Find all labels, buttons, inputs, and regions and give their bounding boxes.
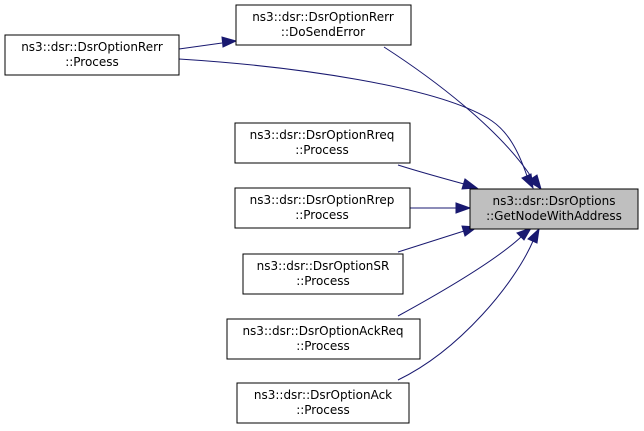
edge-ackreq-process-to-target-arrowhead: [516, 227, 533, 241]
node-box: [236, 382, 410, 424]
node-label-line2: ::Process: [295, 143, 349, 157]
node-label-line2: ::Process: [65, 55, 119, 69]
node-label-line1: ns3::dsr::DsrOptionAck: [254, 388, 392, 402]
node-label-line1: ns3::dsr::DsrOptionSR: [257, 259, 390, 273]
edge-rerr-process-to-target: [178, 58, 528, 177]
node-box: [235, 4, 412, 46]
node-label-line1: ns3::dsr::DsrOptionRrep: [250, 193, 395, 207]
node-label-line1: ns3::dsr::DsrOptionRerr: [21, 40, 163, 54]
node-ack-process[interactable]: ns3::dsr::DsrOptionAck ::Process: [236, 382, 410, 424]
node-rreq-process[interactable]: ns3::dsr::DsrOptionRreq ::Process: [234, 122, 411, 164]
edge-rreq-process-to-target-arrowhead: [461, 178, 479, 190]
edge-ackreq-process-to-target: [397, 236, 522, 317]
node-label-line2: ::Process: [296, 403, 350, 417]
node-box: [469, 188, 639, 230]
edge-ack-process-to-target: [397, 240, 534, 381]
node-label-line2: ::Process: [296, 274, 350, 288]
node-rrep-process[interactable]: ns3::dsr::DsrOptionRrep ::Process: [234, 187, 411, 229]
edge-rerr-process-to-rerr-dosenderror-arrowhead: [221, 36, 238, 48]
node-label-line2: ::Process: [296, 339, 350, 353]
node-box: [242, 253, 404, 295]
edge-rerr-process-to-rerr-dosenderror: [178, 42, 223, 50]
node-box: [4, 34, 180, 76]
node-label-line2: ::GetNodeWithAddress: [486, 209, 622, 223]
edge-rrep-process-to-target-arrowhead: [455, 202, 472, 214]
edge-rreq-process-to-target: [397, 164, 465, 185]
node-rerr-dosenderror[interactable]: ns3::dsr::DsrOptionRerr ::DoSendError: [235, 4, 412, 46]
node-label-line2: ::DoSendError: [281, 25, 365, 39]
edge-rerr-dosenderror-to-target: [383, 46, 533, 179]
edge-rerr-dosenderror-to-target-arrowhead: [527, 174, 542, 191]
edge-rerr-process-to-target-arrowhead: [521, 173, 534, 190]
edge-sr-process-to-target: [397, 230, 465, 253]
edge-ack-process-to-target-arrowhead: [527, 227, 540, 244]
node-rerr-process[interactable]: ns3::dsr::DsrOptionRerr ::Process: [4, 34, 180, 76]
node-label-line1: ns3::dsr::DsrOptionRerr: [252, 10, 394, 24]
node-box: [226, 318, 421, 360]
node-target-getnodewithaddress[interactable]: ns3::dsr::DsrOptions ::GetNodeWithAddres…: [469, 188, 639, 230]
node-label-line2: ::Process: [295, 208, 349, 222]
node-label-line1: ns3::dsr::DsrOptionAckReq: [242, 324, 403, 338]
node-box: [234, 122, 411, 164]
node-box: [234, 187, 411, 229]
node-label-line1: ns3::dsr::DsrOptionRreq: [250, 128, 395, 142]
node-sr-process[interactable]: ns3::dsr::DsrOptionSR ::Process: [242, 253, 404, 295]
node-ackreq-process[interactable]: ns3::dsr::DsrOptionAckReq ::Process: [226, 318, 421, 360]
node-label-line1: ns3::dsr::DsrOptions: [493, 194, 616, 208]
